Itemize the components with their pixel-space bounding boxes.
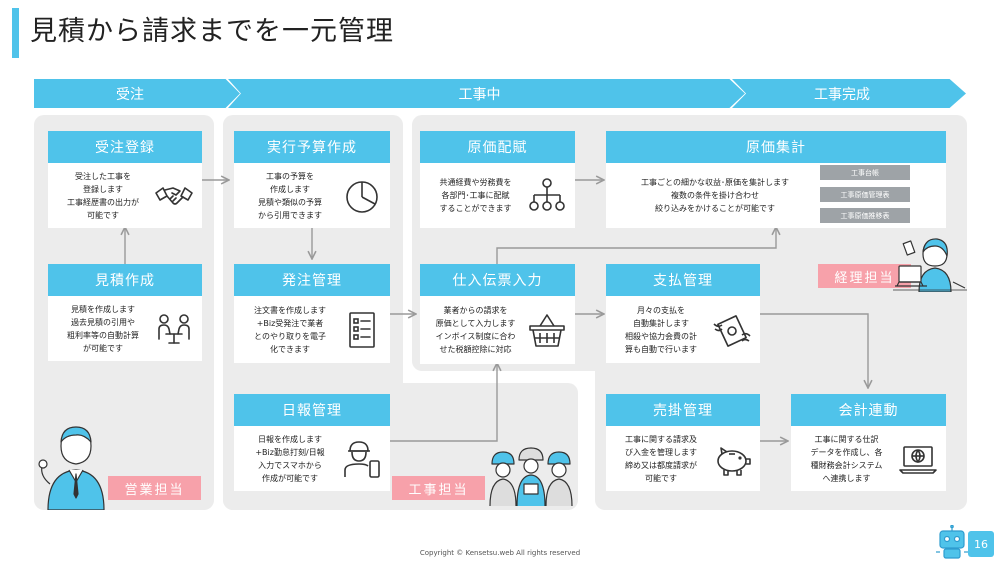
pie-chart-icon <box>342 176 382 216</box>
role-accounting: 経理担当 <box>818 264 911 288</box>
handshake-icon <box>154 176 194 216</box>
card-order-registration-text: 受注した工事を 登録します 工事経歴書の出力が 可能です <box>67 171 139 220</box>
checklist-icon <box>342 310 382 350</box>
card-order-registration: 受注登録 受注した工事を 登録します 工事経歴書の出力が 可能です <box>48 131 202 228</box>
robot-mascot-icon <box>934 524 970 563</box>
card-cost-allocation-text: 共通経費や労務費を 各部門･工事に配賦 することができます <box>439 178 512 213</box>
card-estimate: 見積作成 見積を作成します 過去見積の引用や 粗利率等の自動計算 が可能です <box>48 264 202 361</box>
accounting-person-illustration <box>893 236 967 292</box>
card-accounting-title: 会計連動 <box>791 394 946 426</box>
piggy-bank-icon <box>712 439 752 479</box>
card-cost-summary-title: 原価集計 <box>606 131 946 163</box>
card-budget-text: 工事の予算を 作成します 見積や類似の予算 から引用できます <box>258 171 322 220</box>
card-budget: 実行予算作成 工事の予算を 作成します 見積や類似の予算 から引用できます <box>234 131 390 228</box>
card-cost-allocation-title: 原価配賦 <box>420 131 575 163</box>
card-purchase-order-text: 注文書を作成します +Biz受発注で業者 とのやり取りを電子 化できます <box>254 305 326 354</box>
laptop-globe-icon <box>898 439 938 479</box>
ledger-tag: 工事台帳 <box>820 165 910 180</box>
card-receivables-text: 工事に関する請求及 び入金を管理します 締め又は都度請求が 可能です <box>625 434 697 483</box>
card-cost-allocation: 原価配賦 共通経費や労務費を 各部門･工事に配賦 することができます <box>420 131 575 228</box>
money-wings-icon <box>712 310 752 350</box>
card-estimate-text: 見積を作成します 過去見積の引用や 粗利率等の自動計算 が可能です <box>67 304 139 353</box>
card-invoice-entry-title: 仕入伝票入力 <box>420 264 575 296</box>
worker-phone-icon <box>342 439 382 479</box>
role-construction: 工事担当 <box>392 476 485 500</box>
card-invoice-entry-text: 業者からの請求を 原価として入力します インボイス制度に合わ せた税額控除に対応 <box>435 306 516 354</box>
card-payment-title: 支払管理 <box>606 264 760 296</box>
card-estimate-title: 見積作成 <box>48 264 202 296</box>
card-purchase-order: 発注管理 注文書を作成します +Biz受発注で業者 とのやり取りを電子 化できま… <box>234 264 390 363</box>
basket-icon <box>527 310 567 350</box>
card-payment: 支払管理 月々の支払を 自動集計します 相殺や協力会費の計 算も自動で行います <box>606 264 760 363</box>
card-order-registration-title: 受注登録 <box>48 131 202 163</box>
card-accounting: 会計連動 工事に関する仕訳 データを作成し、各 種財務会計システム へ連携します <box>791 394 946 491</box>
phase-complete-label: 工事完成 <box>814 86 870 103</box>
construction-workers-illustration <box>486 446 576 506</box>
phase-order-label: 受注 <box>116 86 144 103</box>
phase-complete: 工事完成 <box>732 79 966 108</box>
phase-in-progress: 工事中 <box>228 79 745 108</box>
page-title: 見積から請求までを一元管理 <box>30 16 394 47</box>
ledger-tag: 工事原価管理表 <box>820 187 910 202</box>
card-payment-text: 月々の支払を 自動集計します 相殺や協力会費の計 算も自動で行います <box>625 305 697 354</box>
card-cost-summary-text: 工事ごとの細かな収益･原価を集計します 複数の条件を掛け合わせ 絞り込みをかける… <box>641 178 789 213</box>
org-chart-icon <box>527 176 567 216</box>
card-receivables: 売掛管理 工事に関する請求及 び入金を管理します 締め又は都度請求が 可能です <box>606 394 760 491</box>
sales-person-illustration <box>36 422 112 510</box>
phase-order: 受注 <box>34 79 240 108</box>
card-invoice-entry: 仕入伝票入力 業者からの請求を 原価として入力します インボイス制度に合わ せた… <box>420 264 575 364</box>
card-daily-report-text: 日報を作成します +Biz勤怠打刻/日報 入力でスマホから 作成が可能です <box>255 434 325 483</box>
card-daily-report-title: 日報管理 <box>234 394 390 426</box>
ledger-tag: 工事原価推移表 <box>820 208 910 223</box>
card-accounting-text: 工事に関する仕訳 データを作成し、各 種財務会計システム へ連携します <box>810 434 883 483</box>
copyright-text: Copyright © Kensetsu.web All rights rese… <box>419 549 581 557</box>
meeting-icon <box>154 309 194 349</box>
page-number: 16 <box>968 531 994 557</box>
card-purchase-order-title: 発注管理 <box>234 264 390 296</box>
role-sales: 営業担当 <box>108 476 201 500</box>
phase-in-progress-label: 工事中 <box>458 86 501 103</box>
card-budget-title: 実行予算作成 <box>234 131 390 163</box>
card-daily-report: 日報管理 日報を作成します +Biz勤怠打刻/日報 入力でスマホから 作成が可能… <box>234 394 390 491</box>
card-receivables-title: 売掛管理 <box>606 394 760 426</box>
title-accent-bar <box>12 8 19 58</box>
